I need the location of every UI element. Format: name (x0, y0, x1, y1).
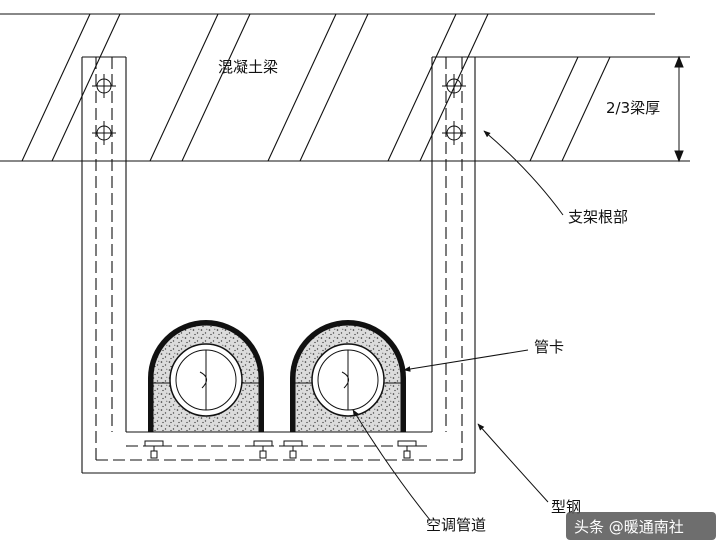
clamp-bolts (144, 440, 417, 459)
watermark: 头条 @暖通南社 (566, 512, 716, 540)
pipe-clamp-right (290, 320, 406, 433)
left-support-channel (81, 56, 127, 473)
right-anchor-bolts (442, 74, 466, 145)
thickness-label: 2/3梁厚 (606, 99, 660, 117)
thickness-dimension (440, 55, 690, 163)
pipe-clamp-label: 管卡 (534, 338, 564, 356)
ac-pipe-label: 空调管道 (426, 516, 486, 534)
concrete-beam (0, 13, 655, 162)
support-root-label: 支架根部 (568, 208, 628, 226)
watermark-text: 头条 @暖通南社 (574, 518, 684, 536)
pipe-clamp-left (148, 320, 264, 433)
section-steel-label: 型钢 (551, 498, 581, 516)
bottom-section-steel (82, 431, 475, 474)
left-anchor-bolts (92, 74, 116, 145)
right-support-channel (431, 56, 476, 473)
leader-lines (352, 130, 564, 521)
beam-label: 混凝土梁 (218, 58, 278, 76)
